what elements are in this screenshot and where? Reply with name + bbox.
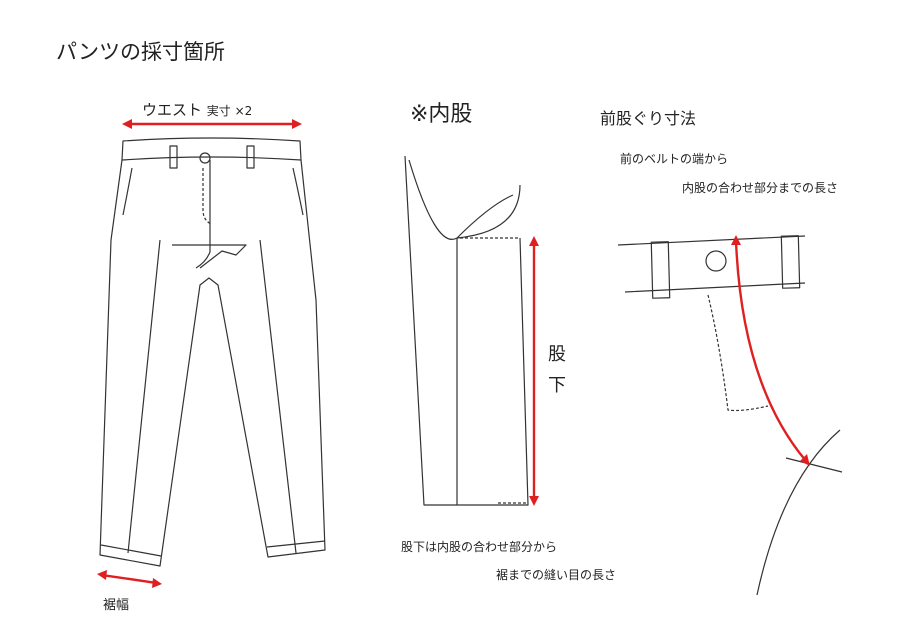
arrow-head-icon	[152, 578, 162, 588]
leg-curve	[756, 429, 841, 596]
inseam-heading: ※内股	[410, 102, 473, 127]
inseam-label-2: 下	[548, 375, 566, 396]
waist-label-group: ウエスト 実寸 ×2	[142, 99, 252, 120]
belt-loop	[169, 145, 178, 169]
arrow-head-icon	[731, 235, 741, 245]
rise-measure-line	[734, 239, 808, 463]
cuff-line	[266, 540, 326, 548]
crease-line	[127, 239, 161, 554]
belt-loop	[780, 235, 801, 289]
arrow-head-icon	[97, 570, 107, 580]
arrow-head-icon	[122, 119, 132, 129]
arrow-head-icon	[800, 454, 810, 466]
crotch-fold	[172, 244, 247, 269]
rise-note-2: 内股の合わせ部分までの長さ	[682, 181, 839, 195]
fold-curve	[456, 194, 514, 239]
waist-label: ウエスト	[142, 101, 203, 119]
inseam-label-1: 股	[548, 344, 566, 365]
fly-seam	[195, 160, 211, 269]
rise-illustration	[617, 235, 843, 596]
hem-measure-line	[100, 573, 159, 585]
arrow-head-icon	[529, 236, 539, 246]
trousers-front-illustration	[99, 137, 326, 567]
fly-stitch	[707, 294, 769, 412]
inseam-note-2: 裾までの縫い目の長さ	[496, 568, 617, 582]
page-title: パンツの採寸箇所	[56, 40, 226, 64]
trouser-outline	[99, 159, 326, 567]
waistband-top	[617, 235, 806, 246]
cross-seam	[785, 457, 843, 473]
crotch-curve	[456, 184, 521, 239]
inseam-note-1: 股下は内股の合わせ部分から	[401, 540, 558, 554]
button	[199, 152, 211, 164]
rise-note-1: 前のベルトの端から	[620, 152, 729, 166]
inner-curve	[408, 159, 458, 240]
pocket-line	[292, 167, 304, 216]
inseam-illustration	[404, 155, 529, 506]
cuff-line	[100, 544, 162, 557]
rise-heading: 前股ぐり寸法	[600, 109, 697, 128]
waist-note: 実寸 ×2	[206, 104, 253, 118]
crease-line	[259, 239, 297, 554]
arrow-head-icon	[529, 496, 539, 506]
waistband	[121, 137, 302, 161]
waistband-bottom	[624, 282, 806, 293]
arrow-head-icon	[292, 119, 302, 129]
belt-loop	[246, 145, 255, 169]
fly-stitch	[202, 168, 212, 225]
pocket-line	[122, 167, 133, 216]
belt-loop	[650, 241, 671, 299]
leg-outline	[404, 155, 529, 506]
button	[705, 250, 727, 272]
hem-width-label: 裾幅	[103, 598, 130, 613]
